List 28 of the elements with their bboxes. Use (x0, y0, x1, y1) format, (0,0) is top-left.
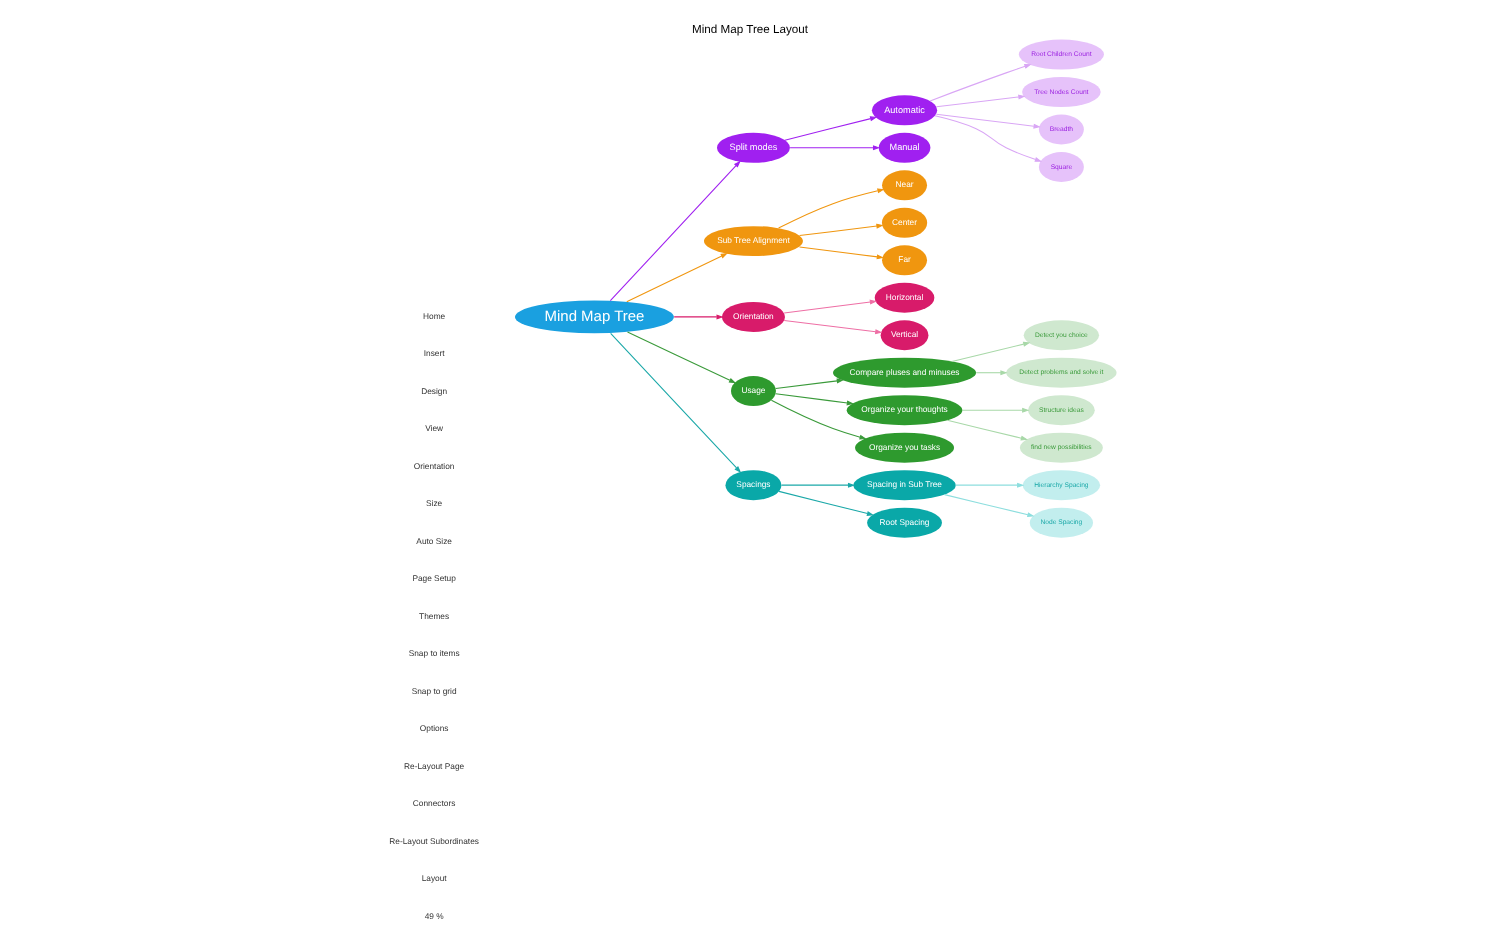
arrow (929, 64, 1032, 102)
arrow (775, 378, 844, 389)
arrow (934, 115, 1042, 162)
arrow (626, 331, 737, 384)
arrow (778, 188, 885, 229)
arrow (775, 393, 854, 406)
arrow (781, 482, 856, 488)
arrow (799, 246, 884, 260)
arrow (946, 419, 1028, 441)
arrow (783, 299, 878, 314)
arrow (784, 116, 878, 141)
arrow (935, 113, 1041, 129)
arrow (673, 314, 724, 320)
arrow (799, 223, 884, 237)
arrow (789, 145, 881, 151)
arrow (609, 160, 741, 302)
arrow (626, 253, 728, 303)
arrow (610, 332, 742, 473)
arrow (783, 320, 883, 335)
arrow (778, 490, 875, 516)
arrow (955, 482, 1025, 488)
arrow (944, 494, 1035, 518)
arrow (961, 407, 1030, 413)
arrow (951, 341, 1031, 362)
arrow (935, 94, 1026, 108)
arrow (770, 399, 867, 440)
arrow (975, 370, 1008, 376)
node-ellipse: Mind Map Tree (514, 300, 674, 334)
